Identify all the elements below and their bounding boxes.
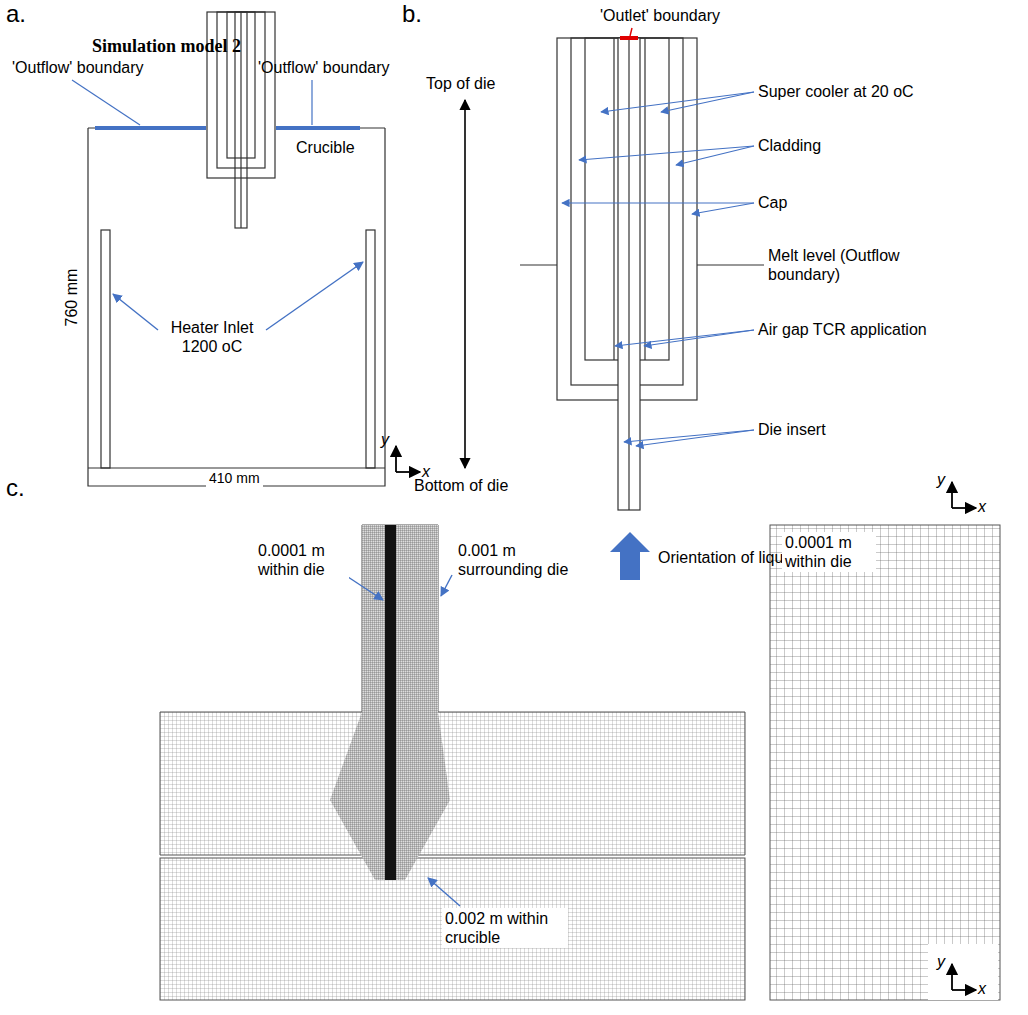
- mesh-size-label: 0.0001 m within die: [782, 532, 876, 572]
- panel-letter: a.: [6, 0, 26, 29]
- panel-letter: b.: [402, 0, 422, 29]
- part-label: Super cooler at 20 oC: [758, 82, 914, 101]
- boundary-label: 'Outflow' boundary: [12, 58, 144, 77]
- mesh-size-label: 0.0001 m within die: [255, 540, 349, 580]
- mesh-image: [160, 525, 1000, 1000]
- leader-arrows: [345, 575, 460, 906]
- dimension-label: 760 mm: [62, 266, 81, 330]
- boundary-label: 'Outflow' boundary: [258, 58, 390, 77]
- axes-symbol: [952, 482, 976, 508]
- dimension-label: 410 mm: [206, 469, 263, 488]
- axis-label: y: [937, 470, 945, 489]
- boundary-label: 'Outlet' boundary: [600, 6, 720, 25]
- outlet-boundary: [620, 28, 638, 38]
- part-label: Crucible: [296, 138, 355, 157]
- mesh-size-label: 0.002 m within crucible: [442, 908, 568, 948]
- die-drawing: [520, 38, 764, 510]
- axes-ground: [928, 944, 998, 1000]
- panel-letter: c.: [6, 474, 25, 503]
- axis-label: x: [978, 979, 986, 998]
- heater-label: Heater Inlet 1200 oC: [160, 318, 264, 356]
- axes-symbol: [952, 964, 976, 990]
- axes-symbol: [396, 446, 420, 472]
- die-end-label: Top of die: [426, 74, 495, 93]
- part-label: Die insert: [758, 420, 826, 439]
- axis-label: y: [381, 430, 389, 449]
- die-end-label: Bottom of die: [414, 476, 508, 495]
- panel-heading: Simulation model 2: [92, 36, 241, 58]
- crucible-drawing: [88, 12, 385, 486]
- leader-arrows: [562, 92, 754, 446]
- part-label: Cladding: [758, 136, 821, 155]
- axis-label: y: [937, 952, 945, 971]
- melt-level-label: Melt level (Outflow boundary): [768, 246, 928, 284]
- part-label: Air gap TCR application: [758, 320, 927, 339]
- axis-label: x: [978, 497, 986, 516]
- flow-arrow: [610, 532, 650, 580]
- die-height-arrow: [464, 100, 466, 468]
- mesh-size-label: 0.001 m surrounding die: [455, 540, 589, 580]
- part-label: Cap: [758, 193, 787, 212]
- outflow-boundary: [72, 80, 363, 330]
